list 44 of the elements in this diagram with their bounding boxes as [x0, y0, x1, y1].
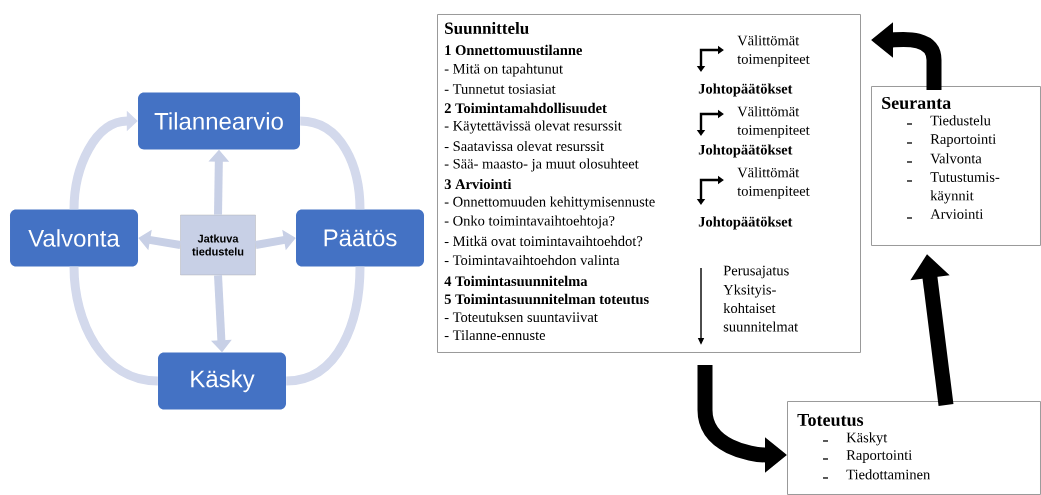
list-item: - Toimintavaihtoehdon valinta — [444, 254, 620, 266]
list-item: - Tunnetut tosiasiat — [444, 84, 556, 94]
list-item: - Tilanne-ennuste — [444, 329, 546, 341]
implementation-box — [787, 401, 1041, 495]
box-heading: Toteutus — [797, 414, 864, 426]
list-item: - Onnettomuuden kehittymisennuste — [444, 196, 655, 210]
monitoring-box: Valvonta — [10, 209, 138, 267]
list-item: Välittömät toimenpiteet — [737, 35, 810, 67]
list-item: Perusajatus — [723, 265, 789, 279]
list-item: Välittömät toimenpiteet — [737, 167, 810, 199]
section-heading: 1 Onnettomuustilanne — [445, 44, 582, 56]
list-item: - Sää- maasto- ja muut olosuhteet — [444, 158, 639, 172]
section-heading: Suunnittelu — [445, 22, 529, 34]
list-item: - Saatavissa olevat resurssit — [444, 140, 604, 152]
list-item: Käskyt — [822, 432, 888, 446]
section-heading: 5 Toimintasuunnitelman toteutus — [444, 293, 649, 305]
list-item: - Toteutuksen suuntaviivat — [444, 311, 598, 323]
list-item: - Onko toimintavaihtoehtoja? — [444, 215, 615, 229]
list-item: Arviointi — [906, 209, 984, 219]
list-item: - Mitkä ovat toimintavaihtoehdot? — [444, 235, 643, 247]
section-heading: 2 Toimintamahdollisuudet — [444, 102, 607, 114]
list-item: Raportointi — [822, 450, 912, 463]
list-item: - Käytettävissä olevat resurssit — [444, 120, 622, 134]
list-item: - Mitä on tapahtunut — [444, 63, 563, 77]
list-item: Tiedottaminen — [822, 469, 931, 480]
arrow — [69, 110, 138, 210]
section-heading: Johtopäätökset — [698, 83, 793, 97]
list-item: Tiedustelu — [906, 115, 991, 126]
order-box: Käsky — [158, 352, 286, 410]
list-item: Välittömät toimenpiteet — [737, 106, 810, 138]
section-heading: 4 Toimintasuunnitelma — [444, 275, 588, 287]
list-item: Raportointi — [906, 134, 996, 147]
section-heading: 3 Arviointi — [444, 178, 512, 190]
decision-box: Päätös — [296, 209, 424, 267]
list-item: Tutustumis-käynnit — [906, 172, 1000, 204]
box-heading: Seuranta — [882, 96, 951, 110]
section-heading: Johtopäätökset — [698, 144, 793, 158]
situation-box: Tilannearvio — [138, 92, 300, 150]
list-item: Valvonta — [906, 153, 982, 164]
planning-box — [437, 14, 861, 353]
list-item: Yksityis-kohtaiset suunnitelmat — [723, 284, 799, 332]
center-box: Jatkuva tiedustelu — [180, 214, 256, 276]
follow-up-box — [871, 86, 1041, 246]
section-heading: Johtopäätökset — [698, 216, 793, 230]
